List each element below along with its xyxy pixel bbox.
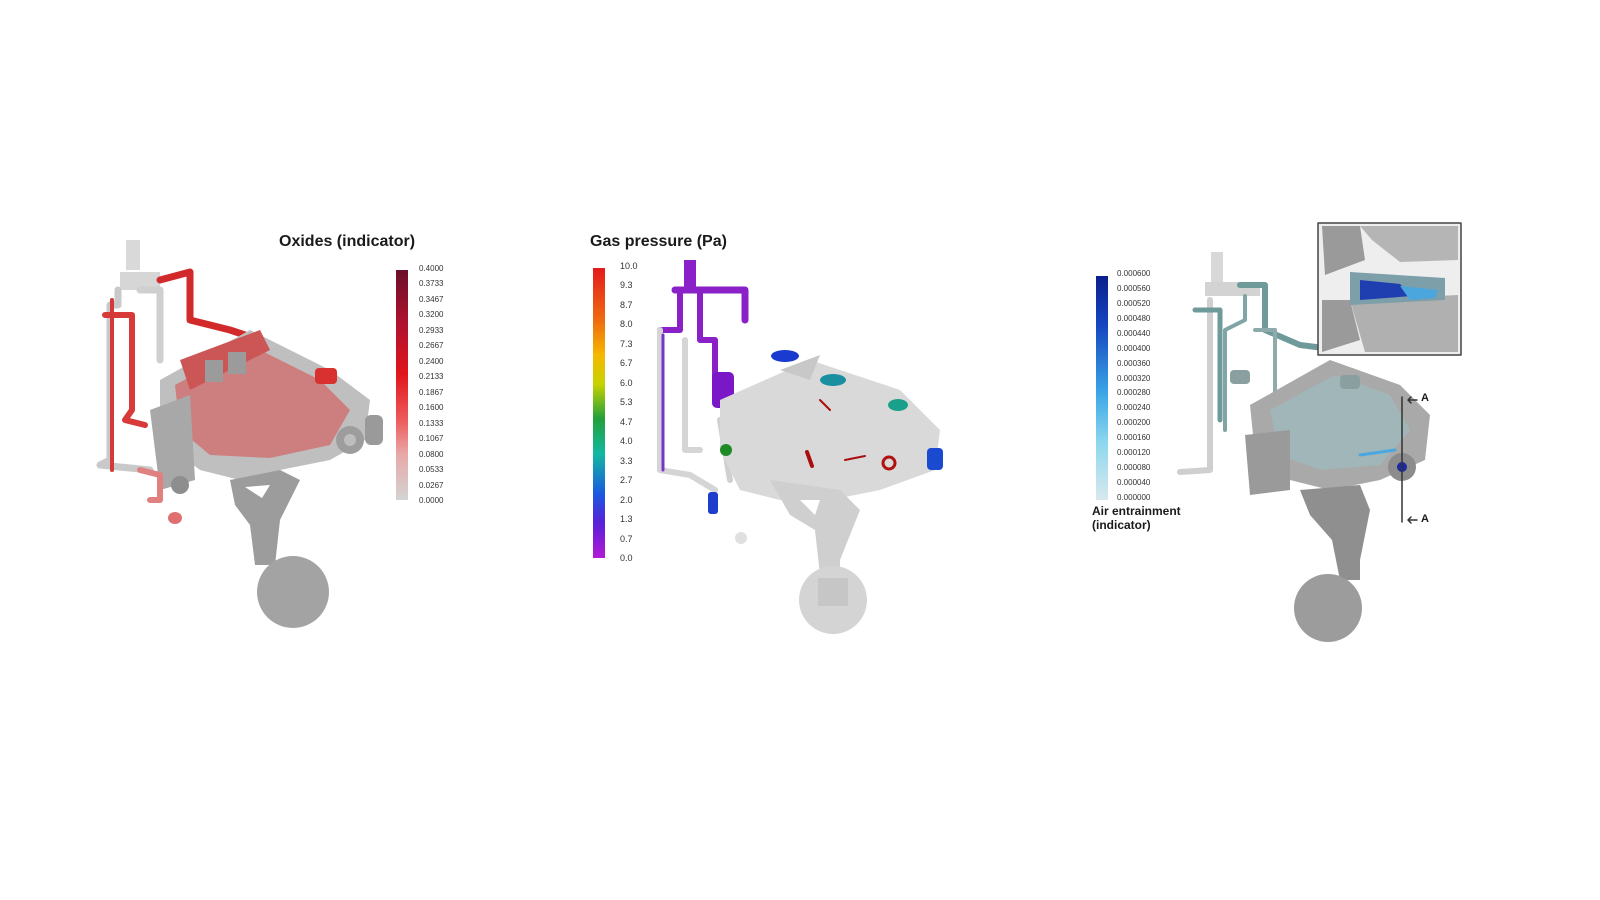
colorbar-tick-label: 0.000280	[1117, 388, 1151, 398]
colorbar-tick-label: 8.0	[620, 319, 633, 330]
colorbar-tick-label: 0.000040	[1117, 478, 1151, 488]
colorbar-tick-label: 0.0533	[419, 465, 444, 475]
colorbar-tick-label: 6.0	[620, 377, 633, 388]
oxides-casting-render	[96, 240, 383, 628]
gas-pressure-casting-render	[657, 260, 943, 634]
colorbar-tick-label: 0.3733	[419, 279, 444, 289]
section-label-top: A	[1421, 392, 1429, 404]
colorbar-tick-label: 0.2133	[419, 372, 444, 382]
colorbar-tick-label: 4.7	[620, 416, 633, 427]
oxides-legend-title: Oxides (indicator)	[279, 233, 416, 250]
colorbar-tick-label: 0.2667	[419, 341, 444, 351]
colorbar-tick-label: 0.000320	[1117, 373, 1151, 383]
colorbar-tick-label: 0.7	[620, 533, 633, 544]
gas-pressure-legend-title: Gas pressure (Pa)	[590, 233, 727, 250]
oxides-colorbar-ticks: 0.4000 0.3733 0.3467 0.3200 0.2933 0.2667 0.24…	[419, 265, 479, 505]
colorbar-tick-label: 3.3	[620, 455, 633, 466]
section-label-bottom: A	[1421, 513, 1429, 525]
colorbar-tick-label: 0.000080	[1117, 463, 1151, 473]
colorbar-tick-label: 0.1333	[419, 418, 444, 428]
air-entrainment-legend-title: Air entrainment (indicator)	[1092, 504, 1181, 532]
colorbar-tick-label: 1.3	[620, 514, 633, 525]
colorbar-tick-label: 0.0267	[419, 480, 444, 490]
gas-pressure-colorbar-ticks: 10.0 9.3 8.7 8.0 7.3 6.7 6.0 5.3 4.7 4.0 3.3 2.7 2.0…	[620, 261, 660, 563]
colorbar-tick-label: 0.1067	[419, 434, 444, 444]
colorbar-tick-label: 0.0000	[419, 496, 444, 505]
colorbar-tick-label: 5.3	[620, 397, 633, 408]
colorbar-tick-label: 0.000360	[1117, 358, 1151, 368]
colorbar-tick-label: 0.000520	[1117, 298, 1151, 308]
air-entrainment-casting-render	[1177, 222, 1462, 642]
colorbar-tick-label: 0.000120	[1117, 448, 1151, 458]
colorbar-tick-label: 0.0	[620, 553, 633, 563]
colorbar-tick-label: 4.0	[620, 436, 633, 447]
oxides-panel: Oxides (indicator) 0.4000 0.3733 0.3467 0.3…	[0, 0, 520, 900]
colorbar-tick-label: 0.000600	[1117, 269, 1151, 278]
oxides-colorbar	[396, 270, 408, 500]
gas-pressure-colorbar	[593, 268, 605, 558]
air-entrainment-title-line2: (indicator)	[1092, 518, 1151, 532]
colorbar-tick-label: 0.3467	[419, 294, 444, 304]
colorbar-tick-label: 7.3	[620, 338, 633, 349]
colorbar-tick-label: 0.3200	[419, 310, 444, 320]
colorbar-tick-label: 2.7	[620, 475, 633, 486]
colorbar-tick-label: 0.000560	[1117, 283, 1151, 293]
colorbar-tick-label: 0.1867	[419, 387, 444, 397]
colorbar-tick-label: 0.000400	[1117, 343, 1151, 353]
colorbar-tick-label: 0.000440	[1117, 328, 1151, 338]
colorbar-tick-label: 0.2400	[419, 356, 444, 366]
colorbar-tick-label: 0.000480	[1117, 313, 1151, 323]
air-entrainment-colorbar	[1096, 276, 1108, 500]
colorbar-tick-label: 2.0	[620, 494, 633, 505]
colorbar-tick-label: 9.3	[620, 280, 633, 291]
colorbar-tick-label: 0.000200	[1117, 418, 1151, 428]
colorbar-tick-label: 0.1600	[419, 403, 444, 413]
colorbar-tick-label: 0.0800	[419, 449, 444, 459]
colorbar-tick-label: 6.7	[620, 358, 633, 369]
air-entrainment-panel: 0.000600 0.000560 0.000520 0.000480 0.000440…	[1060, 0, 1600, 900]
colorbar-tick-label: 0.000160	[1117, 433, 1151, 443]
air-entrainment-title-line1: Air entrainment	[1092, 504, 1181, 518]
air-entrainment-colorbar-ticks: 0.000600 0.000560 0.000520 0.000480 0.000440…	[1117, 270, 1187, 502]
colorbar-tick-label: 8.7	[620, 299, 633, 310]
colorbar-tick-label: 0.2933	[419, 325, 444, 335]
colorbar-tick-label: 0.4000	[419, 264, 444, 273]
colorbar-tick-label: 10.0	[620, 261, 638, 271]
colorbar-tick-label: 0.000000	[1117, 493, 1151, 502]
gas-pressure-panel: Gas pressure (Pa) 10.0 9.3 8.7 8.0 7.3 6.7 6.0…	[520, 0, 1040, 900]
colorbar-tick-label: 0.000240	[1117, 403, 1151, 413]
